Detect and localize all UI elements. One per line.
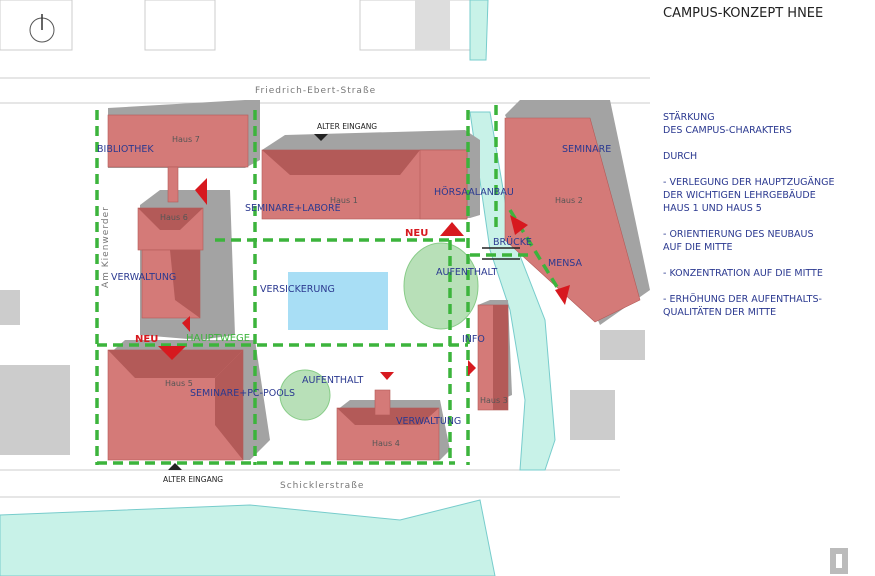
- canal-top: [469, 0, 489, 61]
- label-seminare-pc-pools: SEMINARE+PC-POOLS: [190, 388, 295, 399]
- label-seminare-labore: SEMINARE+LABORE: [245, 203, 341, 214]
- arrow-icon: [158, 346, 186, 360]
- label-haus-2: Haus 2: [555, 196, 583, 205]
- context-lines: [0, 0, 650, 498]
- street-am-kienwerder: Am Kienwerder: [101, 206, 111, 288]
- note-line: DES CAMPUS-CHARAKTERS: [663, 125, 792, 136]
- note-line: QUALITÄTEN DER MITTE: [663, 307, 777, 318]
- note-line: DER WICHTIGEN LEHRGEBÄUDE: [663, 190, 816, 201]
- label-seminare: SEMINARE: [562, 144, 611, 155]
- arrow-icon: [195, 178, 207, 205]
- note-paragraph: STÄRKUNG DES CAMPUS-CHARAKTERS: [663, 111, 835, 137]
- note-line: - KONZENTRATION AUF DIE MITTE: [663, 268, 823, 279]
- note-paragraph: - ERHÖHUNG DER AUFENTHALTS- QUALITÄTEN DE…: [663, 293, 835, 319]
- arrow-icon: [440, 222, 464, 236]
- aufenthalt-area-2: [279, 369, 331, 421]
- label-haus-7: Haus 7: [172, 135, 200, 144]
- label-haus-4: Haus 4: [372, 439, 400, 448]
- main-paths: [95, 105, 567, 465]
- arrow-icon: [555, 285, 570, 305]
- label-haus-6: Haus 6: [160, 213, 188, 222]
- label-versickerung: VERSICKERUNG: [260, 284, 335, 295]
- concept-notes: STÄRKUNG DES CAMPUS-CHARAKTERS DURCH - VERL…: [663, 111, 835, 332]
- note-line: DURCH: [663, 151, 698, 162]
- label-alter-eingang: ALTER EINGANG: [317, 122, 377, 131]
- old-entrance-arrow-icon: [168, 463, 182, 470]
- versickerung-basin: [288, 272, 388, 330]
- label-alter-eingang: ALTER EINGANG: [163, 475, 223, 484]
- note-line: AUF DIE MITTE: [663, 242, 733, 253]
- label-haus-3: Haus 3: [480, 396, 508, 405]
- label-info: INFO: [462, 334, 485, 345]
- entrance-arrows: [158, 134, 570, 470]
- label-haus-5: Haus 5: [165, 379, 193, 388]
- canal: [469, 111, 556, 471]
- logo: [830, 548, 848, 574]
- label-verwaltung: VERWALTUNG: [111, 272, 176, 283]
- arrow-icon: [380, 372, 394, 380]
- label-bibliothek: BIBLIOTHEK: [97, 144, 154, 155]
- label-neu: NEU: [135, 334, 158, 345]
- label-bruecke: BRÜCKE: [493, 237, 532, 248]
- street-friedrich-ebert: Friedrich-Ebert-Straße: [255, 86, 376, 96]
- label-hoersaalanbau: HÖRSAALANBAU: [434, 187, 514, 198]
- haus-2: [504, 117, 641, 323]
- label-mensa: MENSA: [548, 258, 583, 269]
- aufenthalt-area-1: [403, 242, 479, 330]
- note-line: - ORIENTIERUNG DES NEUBAUS: [663, 229, 814, 240]
- haus-7: [107, 114, 249, 168]
- label-aufenthalt: AUFENTHALT: [302, 375, 363, 386]
- note-line: - ERHÖHUNG DER AUFENTHALTS-: [663, 294, 822, 305]
- arrow-icon: [468, 360, 476, 376]
- note-line: HAUS 1 UND HAUS 5: [663, 203, 762, 214]
- label-verwaltung: VERWALTUNG: [396, 416, 461, 427]
- river: [0, 499, 496, 576]
- label-neu: NEU: [405, 228, 428, 239]
- label-haus-1: Haus 1: [330, 196, 358, 205]
- arrow-icon: [182, 316, 190, 332]
- note-paragraph: - VERLEGUNG DER HAUPTZUGÄNGE DER WICHTIGE…: [663, 176, 835, 215]
- arrow-icon: [510, 215, 528, 235]
- label-aufenthalt: AUFENTHALT: [436, 267, 497, 278]
- buildings: [107, 114, 641, 461]
- note-paragraph: - ORIENTIERUNG DES NEUBAUS AUF DIE MITTE: [663, 228, 835, 254]
- note-paragraph: DURCH: [663, 150, 835, 163]
- street-schickler: Schicklerstraße: [280, 481, 364, 491]
- label-hauptwege: HAUPTWEGE: [186, 333, 250, 344]
- page-title: CAMPUS-KONZEPT HNEE: [663, 6, 824, 21]
- old-entrance-arrow-icon: [314, 134, 328, 141]
- note-paragraph: - KONZENTRATION AUF DIE MITTE: [663, 267, 835, 280]
- note-line: - VERLEGUNG DER HAUPTZUGÄNGE: [663, 177, 835, 188]
- note-line: STÄRKUNG: [663, 112, 715, 123]
